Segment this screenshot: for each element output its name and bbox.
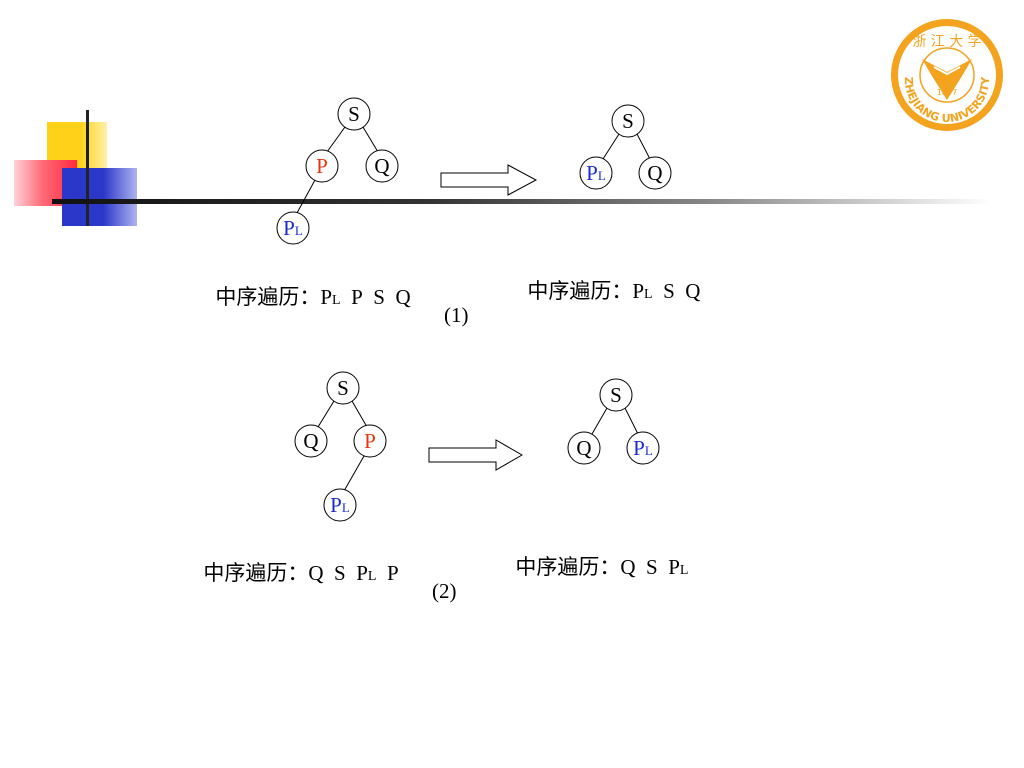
figure-2-after-tree: S Q PL — [567, 378, 660, 465]
svg-text:S: S — [337, 376, 349, 400]
svg-text:PL: PL — [283, 216, 303, 240]
node-q: Q — [365, 149, 399, 183]
node-q: Q — [294, 424, 328, 458]
transform-arrow-icon — [440, 164, 538, 196]
traversal-label: 中序遍历： — [527, 279, 633, 303]
node-pl: PL — [626, 431, 660, 465]
traversal-item: Q — [685, 279, 701, 303]
traversal-label: 中序遍历： — [515, 555, 621, 579]
svg-text:S: S — [622, 109, 634, 133]
decor-blue-block — [62, 168, 137, 226]
node-s: S — [599, 378, 633, 412]
figure-2-number: (2) — [432, 579, 457, 603]
node-pl: PL — [323, 488, 357, 522]
traversal-item: PL — [356, 561, 377, 585]
svg-text:P: P — [316, 154, 328, 178]
logo-year: 1897 — [937, 88, 957, 97]
traversal-item: S — [663, 279, 675, 303]
figure-1-after-traversal: 中序遍历：PL S Q — [514, 251, 700, 305]
traversal-item: Q — [395, 285, 411, 309]
node-s: S — [611, 104, 645, 138]
traversal-item: S — [334, 561, 346, 585]
figure-1-before-traversal: 中序遍历：PL P S Q — [202, 257, 411, 311]
figure-2-before-traversal: 中序遍历：Q S PL P — [190, 533, 399, 587]
figure-1-number: (1) — [444, 303, 469, 327]
svg-text:Q: Q — [647, 161, 662, 185]
decor-horizontal-rule — [52, 199, 992, 204]
svg-text:S: S — [610, 383, 622, 407]
figure-2-after-traversal: 中序遍历：Q S PL — [502, 527, 688, 581]
traversal-item: S — [373, 285, 385, 309]
svg-text:PL: PL — [586, 161, 606, 185]
node-pl: PL — [579, 156, 613, 190]
traversal-item: P — [386, 561, 399, 585]
traversal-item: PL — [632, 279, 653, 303]
traversal-item: P — [351, 285, 363, 309]
node-p: P — [305, 149, 339, 183]
svg-text:Q: Q — [303, 429, 318, 453]
node-s: S — [326, 371, 360, 405]
traversal-item: Q — [308, 561, 324, 585]
node-q: Q — [638, 156, 672, 190]
node-p: P — [353, 424, 387, 458]
traversal-item: PL — [668, 555, 689, 579]
svg-text:S: S — [348, 102, 360, 126]
svg-text:Q: Q — [374, 154, 389, 178]
figure-1-after-tree: S PL Q — [579, 104, 672, 190]
figure-2-before-tree: S Q P PL — [294, 371, 387, 522]
traversal-item: PL — [320, 285, 341, 309]
decor-vertical-line — [86, 110, 89, 226]
node-s: S — [337, 97, 371, 131]
logo-emblem-icon — [922, 59, 972, 100]
transform-arrow-icon — [428, 439, 524, 471]
logo-chinese-name: 浙 江 大 学 — [912, 34, 981, 50]
svg-text:PL: PL — [330, 493, 350, 517]
traversal-item: Q — [620, 555, 636, 579]
node-q: Q — [567, 431, 601, 465]
university-logo: 浙 江 大 学 1897 ZHEJIANG UNIVERSITY — [891, 19, 1003, 131]
figure-1-before-tree: S P Q PL — [276, 97, 399, 245]
node-pl: PL — [276, 211, 310, 245]
traversal-item: S — [646, 555, 658, 579]
svg-text:P: P — [364, 429, 376, 453]
traversal-label: 中序遍历： — [215, 285, 321, 309]
traversal-label: 中序遍历： — [203, 561, 309, 585]
svg-text:Q: Q — [576, 436, 591, 460]
svg-text:PL: PL — [633, 436, 653, 460]
